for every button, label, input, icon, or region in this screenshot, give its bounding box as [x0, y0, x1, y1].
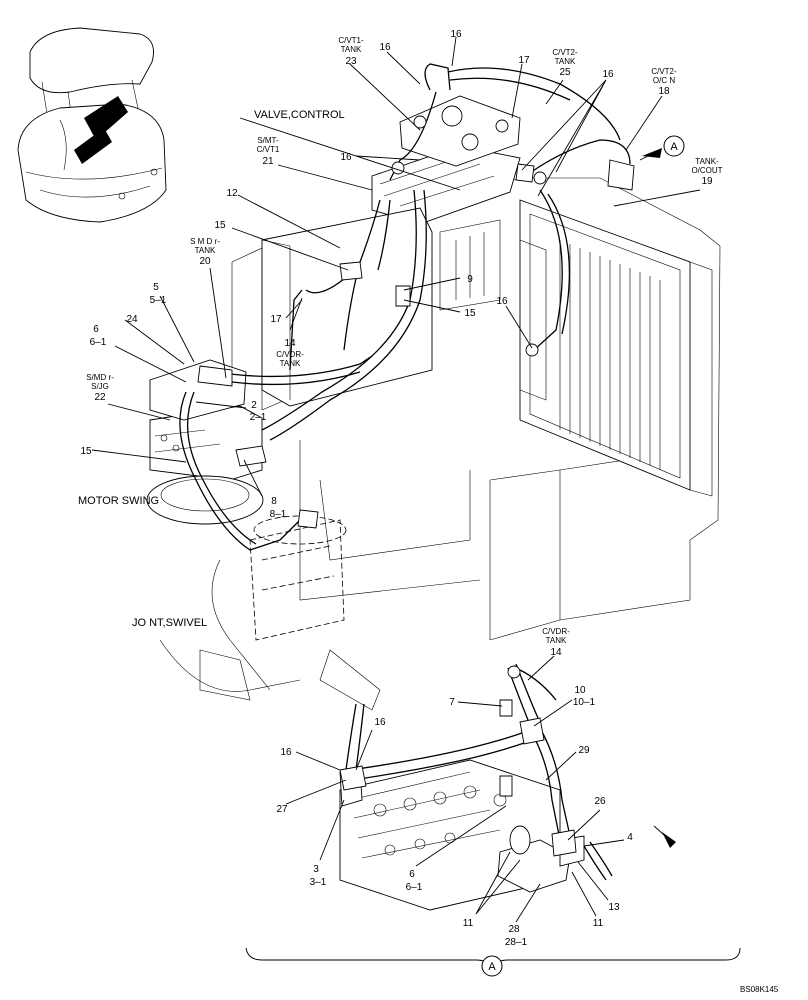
label-27: 27 [276, 804, 288, 815]
label-15: 15 [214, 220, 226, 231]
label-20: 20 [199, 256, 211, 267]
label-15: 15 [464, 308, 476, 319]
label-16: 16 [450, 29, 462, 40]
label-16: 16 [379, 42, 391, 53]
label-16: 16 [602, 69, 614, 80]
label-24: 24 [126, 314, 138, 325]
label-8: 8 [271, 496, 277, 507]
label-6: 6 [93, 324, 99, 335]
label-2-1: 2–1 [250, 412, 267, 423]
label-26: 26 [594, 796, 606, 807]
label-smdr-sjg: S/JG [91, 382, 109, 391]
label-28-1: 28–1 [505, 937, 528, 948]
label-12: 12 [226, 188, 238, 199]
label-2: 2 [251, 400, 257, 411]
label-7: 7 [449, 697, 455, 708]
label-tank-ocout: O/COUT [691, 166, 722, 175]
label-smdr-tank: S M D r- [190, 237, 220, 246]
label-cvdr-tank: C/VDR- [276, 350, 304, 359]
label-15: 15 [80, 446, 92, 457]
label-motor-swing: MOTOR SWING [78, 495, 159, 507]
label-cvdr-tank: TANK [280, 359, 301, 368]
label-smt-cvt1: C/VT1 [257, 145, 280, 154]
callout-a-label: A [670, 141, 678, 153]
label-6-1: 6–1 [90, 337, 107, 348]
label-13: 13 [608, 902, 620, 913]
callout-a-marker-bottom [481, 955, 503, 977]
label-smdr-tank: TANK [195, 246, 216, 255]
label-cvdr-tank: TANK [546, 636, 567, 645]
label-25: 25 [559, 67, 571, 78]
label-14: 14 [550, 647, 562, 658]
label-17: 17 [518, 55, 530, 66]
label-cvt2-tank: C/VT2- [552, 48, 578, 57]
label-18: 18 [658, 86, 670, 97]
label-11: 11 [593, 918, 604, 929]
label-cvt2-ocn: C/VT2- [651, 67, 677, 76]
label-11: 11 [463, 918, 474, 929]
label-6-1: 6–1 [406, 882, 423, 893]
label-14: 14 [284, 338, 296, 349]
detail-view-a: C/VDR- TANK 14 7 10 10–1 16 16 29 27 26 … [245, 627, 741, 977]
label-19: 19 [701, 176, 713, 187]
label-valve-control: VALVE,CONTROL [254, 109, 345, 121]
main-assembly [146, 63, 721, 711]
label-8-1: 8–1 [270, 509, 287, 520]
label-6: 6 [409, 869, 415, 880]
callout-a-marker [663, 135, 685, 157]
callout-a-bottom-label: A [488, 961, 496, 973]
label-5-1: 5–1 [150, 295, 167, 306]
label-cvt1-tank: C/VT1- [338, 36, 364, 45]
callout-arrow-icon [642, 148, 662, 158]
label-9: 9 [467, 274, 473, 285]
label-21: 21 [262, 156, 274, 167]
label-16: 16 [280, 747, 292, 758]
drawing-id: BS08K145 [740, 985, 779, 994]
label-5: 5 [153, 282, 159, 293]
label-3-1: 3–1 [310, 877, 327, 888]
label-29: 29 [578, 745, 590, 756]
main-labels: 16 C/VT1- TANK 23 16 17 C/VT2- TANK 25 1… [78, 29, 723, 629]
label-16: 16 [496, 296, 508, 307]
excavator-inset [17, 27, 167, 223]
label-smt-cvt1: S/MT- [257, 136, 279, 145]
label-cvt1-tank: TANK [341, 45, 362, 54]
label-22: 22 [94, 392, 106, 403]
label-10: 10 [574, 685, 586, 696]
label-cvdr-tank: C/VDR- [542, 627, 570, 636]
label-cvt2-tank: TANK [555, 57, 576, 66]
label-23: 23 [345, 56, 357, 67]
label-17: 17 [270, 314, 282, 325]
label-10-1: 10–1 [573, 697, 596, 708]
label-tank-ocout: TANK- [695, 157, 719, 166]
label-3: 3 [313, 864, 319, 875]
label-cvt2-ocn: O/C N [653, 76, 675, 85]
label-16: 16 [374, 717, 386, 728]
label-28: 28 [508, 924, 520, 935]
label-16: 16 [340, 152, 352, 163]
label-joint-swivel: JO NT,SWIVEL [132, 617, 207, 629]
label-smdr-sjg: S/MD r- [86, 373, 114, 382]
label-4: 4 [627, 832, 633, 843]
